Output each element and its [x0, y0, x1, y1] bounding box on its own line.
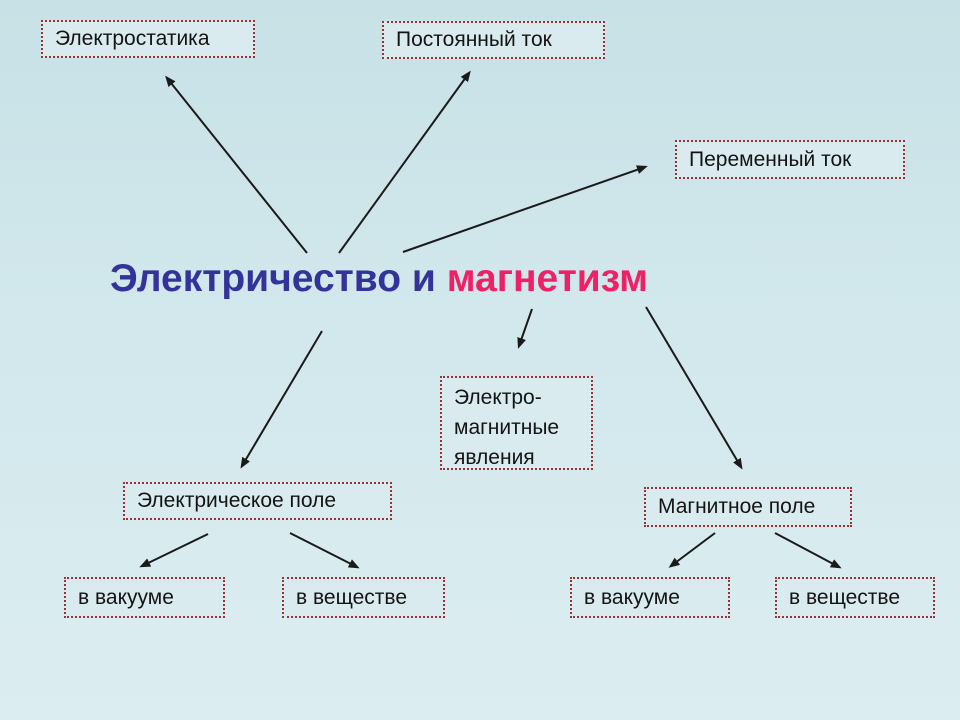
arrow-title-to-electric-field	[240, 330, 323, 469]
slide-title: Электричество и магнетизм	[110, 256, 648, 302]
node-direct-current: Постоянный ток	[382, 21, 605, 59]
arrow-title-to-magnetic-field	[645, 306, 743, 470]
arrow-magnetic-field-to-vacuum	[668, 532, 716, 568]
node-electrostatics: Электростатика	[41, 20, 255, 58]
node-electric-field-in-matter: в веществе	[282, 577, 445, 618]
node-magnetic-field-in-matter: в веществе	[775, 577, 935, 618]
node-electric-field: Электрическое поле	[123, 482, 392, 520]
arrow-electric-field-to-matter	[289, 532, 360, 569]
node-electromagnetic-phenomena: Электро- магнитные явления	[440, 376, 593, 470]
node-magnetic-field-in-vacuum: в вакууме	[570, 577, 730, 618]
title-part-magnetism: магнетизм	[446, 257, 649, 300]
arrow-title-to-electrostatics	[165, 75, 308, 254]
arrow-title-to-em-phenomena	[517, 308, 533, 349]
title-part-electricity: Электричество и	[110, 257, 447, 300]
node-magnetic-field: Магнитное поле	[644, 487, 852, 527]
node-electric-field-in-vacuum: в вакууме	[64, 577, 225, 618]
node-alternating-current: Переменный ток	[675, 140, 905, 179]
arrow-electric-field-to-vacuum	[139, 533, 209, 568]
arrow-title-to-direct-current	[338, 70, 471, 254]
arrow-title-to-alternating-current	[402, 165, 648, 253]
arrow-magnetic-field-to-matter	[774, 532, 842, 569]
